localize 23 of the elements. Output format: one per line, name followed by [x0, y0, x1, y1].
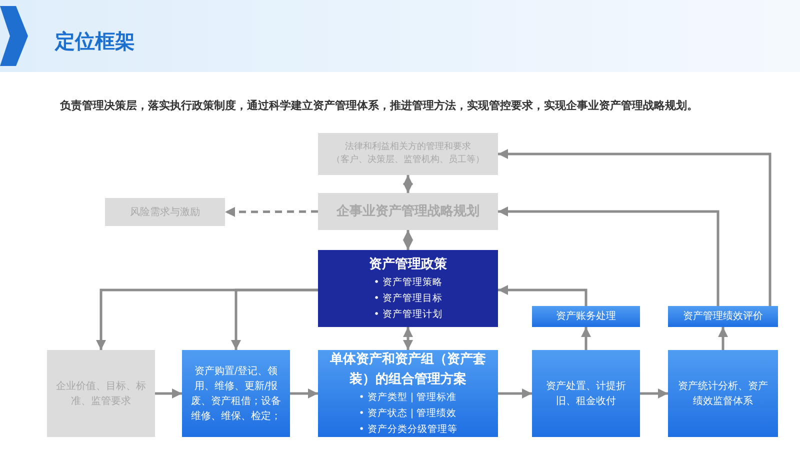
- arrow: [403, 327, 413, 350]
- process-box: 资产处置、计提折旧、租金收付: [532, 350, 640, 437]
- arrow: [498, 206, 720, 306]
- process-box: 资产管理绩效评价: [668, 306, 778, 327]
- title: 定位框架: [55, 28, 135, 55]
- arrow: [225, 206, 318, 217]
- process-box: 资产账务处理: [532, 306, 640, 327]
- arrow: [231, 288, 318, 350]
- arrow: [403, 175, 413, 193]
- arrow: [498, 149, 772, 306]
- process-box: 资产统计分析、资产绩效监督体系: [668, 350, 778, 437]
- plan-box: 单体资产和资产组（资产套装）的组合管理方案 • 资产类型 | 管理标准 • 资产状态 | 管理绩效 • 资产分类分级管理等: [318, 350, 498, 437]
- process-box: 资产购置/登记、领用、维修、更新/报废、资产租借；设备维修、维保、检定；: [182, 350, 290, 437]
- policy-box: 资产管理政策 • 资产管理策略 • 资产管理目标 • 资产管理计划: [318, 250, 498, 327]
- arrow: [581, 327, 591, 350]
- arrow: [155, 388, 182, 398]
- arrow: [718, 327, 728, 350]
- arrow: [498, 388, 532, 398]
- subtitle: 负责管理决策层，落实执行政策制度，通过科学建立资产管理体系，推进管理方法，实现管控要求，实现企事业资产管理战略规划。: [60, 98, 698, 113]
- arrow: [290, 388, 318, 398]
- arrow: [498, 285, 588, 306]
- arrow: [403, 230, 413, 250]
- arrow: [640, 388, 668, 398]
